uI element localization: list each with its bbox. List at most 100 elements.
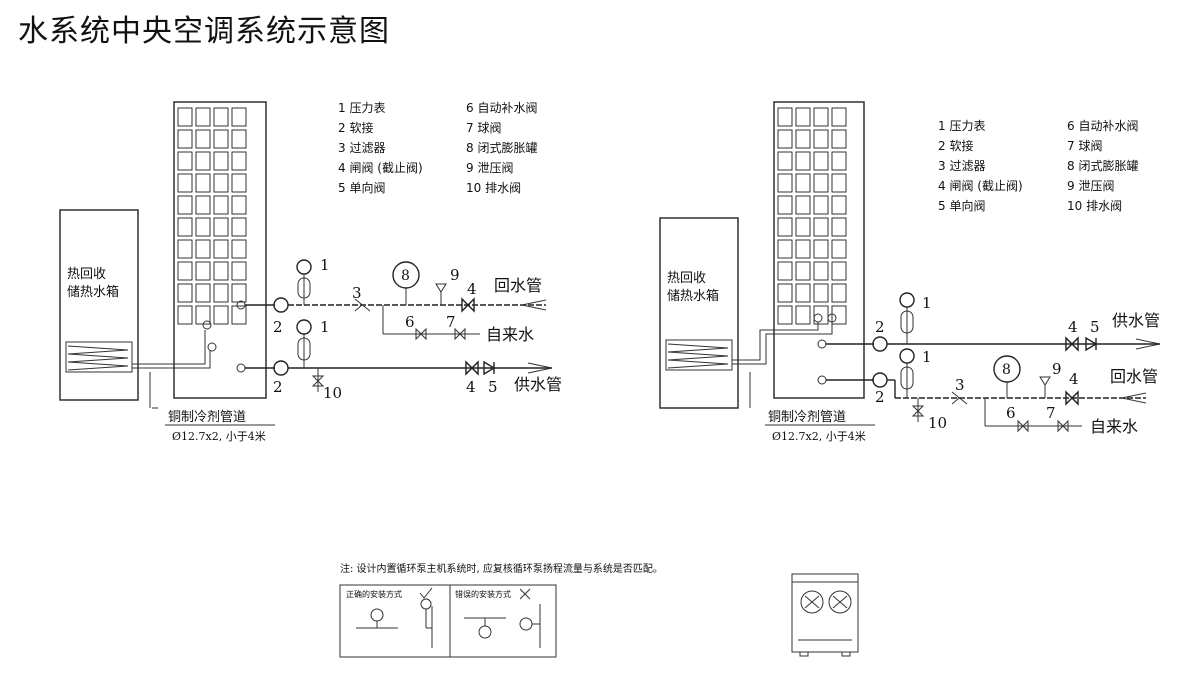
callout-4: 4 xyxy=(1069,370,1079,388)
tank-label-line2: 储热水箱 xyxy=(67,284,119,300)
unit-panel-cell xyxy=(831,151,847,171)
callout-5: 5 xyxy=(1090,318,1100,336)
callout-4: 4 xyxy=(467,280,477,298)
supply-arrow xyxy=(1135,338,1161,350)
unit-panel-cell xyxy=(831,283,847,303)
refrigerant-line xyxy=(132,330,211,369)
return-pipe-label: 回水管 xyxy=(1110,367,1158,386)
check-mark-icon xyxy=(419,587,433,599)
tank-coil-box xyxy=(65,341,133,373)
heat-recovery-tank xyxy=(659,217,739,409)
refrigerant-fitting xyxy=(827,313,837,323)
legend-item: 1 压力表 xyxy=(938,119,985,133)
unit-panel-cell xyxy=(231,261,247,281)
legend-item: 2 软接 xyxy=(338,120,373,135)
callout-3: 3 xyxy=(955,376,965,394)
tank-label-line1: 热回收 xyxy=(67,267,106,282)
drain-valve xyxy=(311,375,325,387)
unit-panel-cell xyxy=(813,239,829,259)
flexible-joint xyxy=(872,372,888,388)
unit-panel-cell xyxy=(213,217,229,237)
callout-1: 1 xyxy=(922,294,932,312)
unit-panel-cell xyxy=(195,151,211,171)
heat-recovery-tank xyxy=(59,209,139,401)
unit-panel-cell xyxy=(777,305,793,325)
unit-panel-cell xyxy=(813,217,829,237)
unit-panel-cell xyxy=(813,283,829,303)
callout-4: 4 xyxy=(466,378,476,396)
unit-panel-cell xyxy=(177,129,193,149)
supply-arrow xyxy=(527,362,553,374)
refrigerant-fitting xyxy=(207,342,217,352)
unit-panel-cell xyxy=(795,261,811,281)
unit-outlet-fitting xyxy=(817,375,827,385)
unit-panel-cell xyxy=(195,195,211,215)
legend-item: 3 过滤器 xyxy=(938,159,985,173)
unit-panel-cell xyxy=(777,173,793,193)
unit-panel-cell xyxy=(813,129,829,149)
unit-panel-cell xyxy=(831,261,847,281)
callout-10: 10 xyxy=(928,414,947,432)
flexible-joint xyxy=(273,297,289,313)
unit-panel-cell xyxy=(177,217,193,237)
relief-valve xyxy=(435,283,447,305)
unit-panel-cell xyxy=(231,151,247,171)
callout-7: 7 xyxy=(1046,404,1056,422)
unit-panel-cell xyxy=(813,173,829,193)
legend-item: 4 闸阀 (截止阀) xyxy=(938,179,1023,193)
flexible-joint xyxy=(872,336,888,352)
supply-pipe-label: 供水管 xyxy=(1112,311,1160,330)
unit-panel-cell xyxy=(231,129,247,149)
auto-makeup-valve xyxy=(1017,419,1029,433)
legend-item: 10 排水阀 xyxy=(466,181,521,195)
legend-item: 8 闭式膨胀罐 xyxy=(466,141,537,155)
unit-outlet-fitting xyxy=(817,339,827,349)
callout-1: 1 xyxy=(320,318,330,336)
unit-panel-cell xyxy=(213,195,229,215)
unit-panel-cell xyxy=(795,129,811,149)
return-pipe-label: 回水管 xyxy=(494,276,542,295)
unit-panel-cell xyxy=(795,305,811,325)
fan-icon xyxy=(800,590,824,614)
unit-panel-cell xyxy=(777,283,793,303)
unit-panel-cell xyxy=(831,129,847,149)
unit-panel-cell xyxy=(195,173,211,193)
legend-item: 9 泄压阀 xyxy=(466,161,513,175)
legend-item: 10 排水阀 xyxy=(1067,199,1122,213)
refrigerant-pipe-spec: Ø12.7x2, 小于4米 xyxy=(772,430,866,443)
unit-panel-cell xyxy=(213,305,229,325)
callout-1: 1 xyxy=(320,256,330,274)
unit-panel-cell xyxy=(831,173,847,193)
check-valve xyxy=(1085,336,1098,352)
unit-panel-cell xyxy=(831,107,847,127)
install-guide: 正确的安装方式 错误的安装方式 xyxy=(339,584,557,658)
tank-coil xyxy=(67,345,129,371)
unit-panel-cell xyxy=(813,151,829,171)
unit-panel-cell xyxy=(795,195,811,215)
legend-item: 6 自动补水阀 xyxy=(1067,119,1138,133)
unit-panel-cell xyxy=(213,129,229,149)
refrigerant-fitting xyxy=(202,320,212,330)
unit-panel-cell xyxy=(795,173,811,193)
unit-panel-cell xyxy=(831,239,847,259)
legend-item: 7 球阀 xyxy=(1067,139,1102,153)
filter xyxy=(951,391,968,405)
unit-panel-cell xyxy=(177,173,193,193)
refrigerant-pipe-spec: Ø12.7x2, 小于4米 xyxy=(172,430,266,443)
tank-label-line1: 热回收 xyxy=(667,271,706,286)
main-unit-grid xyxy=(177,107,247,325)
makeup-water-label: 自来水 xyxy=(1090,417,1138,436)
unit-panel-cell xyxy=(213,239,229,259)
relief-valve xyxy=(1039,376,1051,398)
callout-9: 9 xyxy=(1052,360,1062,378)
gate-valve xyxy=(465,360,479,376)
unit-outlet-fitting xyxy=(236,363,246,373)
unit-panel-cell xyxy=(177,261,193,281)
legend-item: 5 单向阀 xyxy=(938,198,985,213)
gate-valve xyxy=(1065,336,1079,352)
unit-panel-cell xyxy=(831,305,847,325)
gate-valve xyxy=(1065,390,1079,406)
unit-panel-cell xyxy=(195,129,211,149)
legend-item: 8 闭式膨胀罐 xyxy=(1067,159,1138,173)
